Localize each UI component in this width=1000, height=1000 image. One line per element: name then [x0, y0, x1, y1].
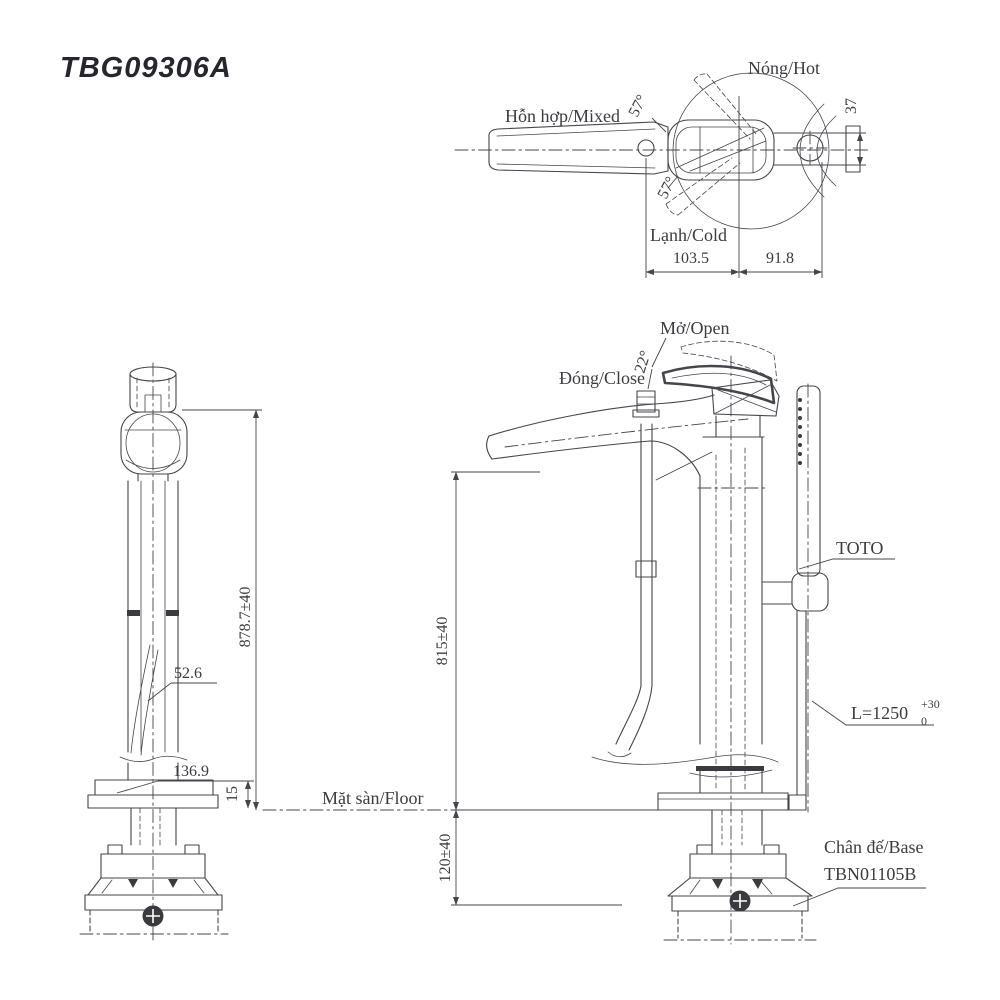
dim-15: 15: [224, 786, 241, 802]
dim-103-5: 103.5: [673, 250, 709, 267]
base-callout: Chân đế/Base TBN01105B: [792, 837, 926, 907]
dim-878: 878.7±40: [237, 587, 254, 648]
hose-length-sub: 0: [921, 714, 927, 728]
close-label: Đóng/Close: [559, 368, 645, 388]
base-label-line2: TBN01105B: [824, 864, 916, 884]
brand-label: TOTO: [836, 538, 883, 558]
open-close-annotation: Mở/Open Đóng/Close 22°: [559, 318, 778, 405]
dim-37: 37: [843, 98, 860, 114]
dim-136-9: 136.9: [173, 763, 209, 780]
side-view-dimensions: 878.7±40 52.6 136.9 15: [116, 409, 262, 811]
dim-815: 815±40: [434, 617, 451, 666]
dim-52-6: 52.6: [174, 665, 202, 682]
base-label-line1: Chân đế/Base: [824, 837, 923, 857]
floor-label: Mặt sàn/Floor: [322, 788, 424, 808]
angle-22-label: 22°: [632, 349, 655, 376]
mixed-label: Hỗn hợp/Mixed: [505, 106, 620, 126]
page-title: TBG09306A: [60, 52, 232, 84]
front-view: [486, 355, 817, 945]
hot-label: Nóng/Hot: [748, 58, 820, 78]
hose-length-label: L=1250: [851, 703, 908, 723]
side-view: [79, 362, 229, 941]
hand-shower: TOTO L=1250 +30 0: [762, 383, 940, 813]
cold-label: Lạnh/Cold: [650, 225, 727, 245]
top-view-handle: Nóng/Hot Hỗn hợp/Mixed Lạnh/Cold 57° 57°…: [454, 58, 869, 278]
hose-length-sup: +30: [921, 697, 940, 711]
open-label: Mở/Open: [660, 318, 730, 338]
dim-91-8: 91.8: [766, 250, 794, 267]
floor-and-height-dimensions: Mặt sàn/Floor 815±40 120±40: [262, 471, 659, 906]
dim-120: 120±40: [437, 834, 454, 883]
angle-upper-label: 57°: [626, 92, 652, 120]
